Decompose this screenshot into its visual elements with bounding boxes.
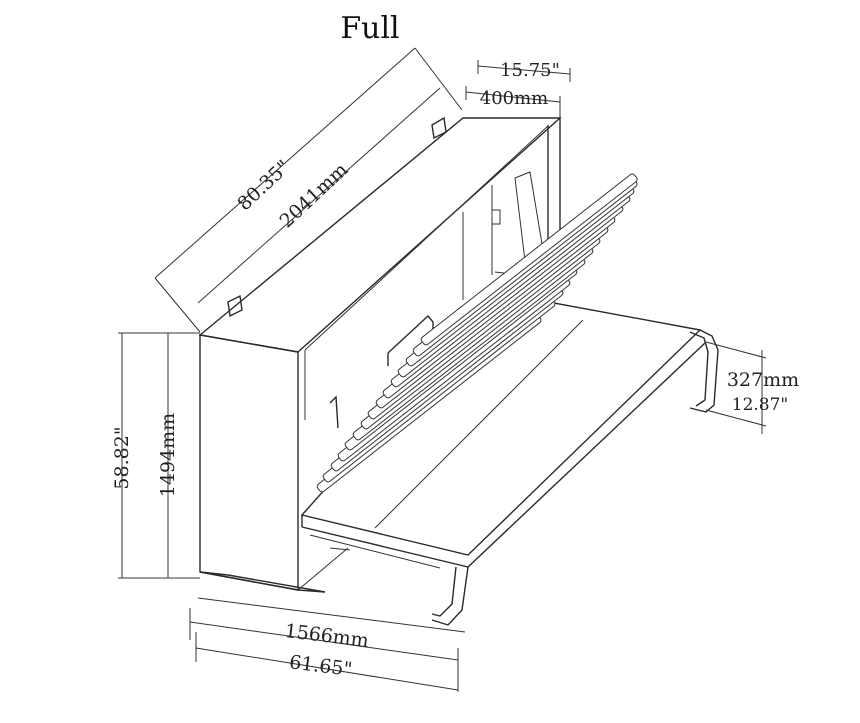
depth-mm: 400mm [480, 88, 549, 109]
dimension-depth: 15.75" 400mm [465, 60, 571, 118]
bracket-icon [227, 116, 447, 318]
leg-mm: 327mm [727, 369, 799, 391]
height-mm: 1494mm [157, 413, 179, 497]
dimension-leg: 327mm 12.87" [705, 341, 799, 434]
length-inches: 61.65" [288, 651, 353, 681]
dimension-width: 80.35" 2041mm [154, 47, 463, 333]
height-inches: 58.82" [111, 426, 133, 489]
length-mm: 1566mm [284, 620, 370, 652]
diagram-title: Full [340, 11, 399, 46]
dimension-length: 1566mm 61.65" [189, 597, 466, 692]
leg-inches: 12.87" [732, 395, 789, 415]
bed-frame [300, 173, 719, 626]
slats [316, 173, 638, 493]
depth-inches: 15.75" [500, 60, 560, 81]
dimension-height: 58.82" 1494mm [111, 332, 200, 579]
